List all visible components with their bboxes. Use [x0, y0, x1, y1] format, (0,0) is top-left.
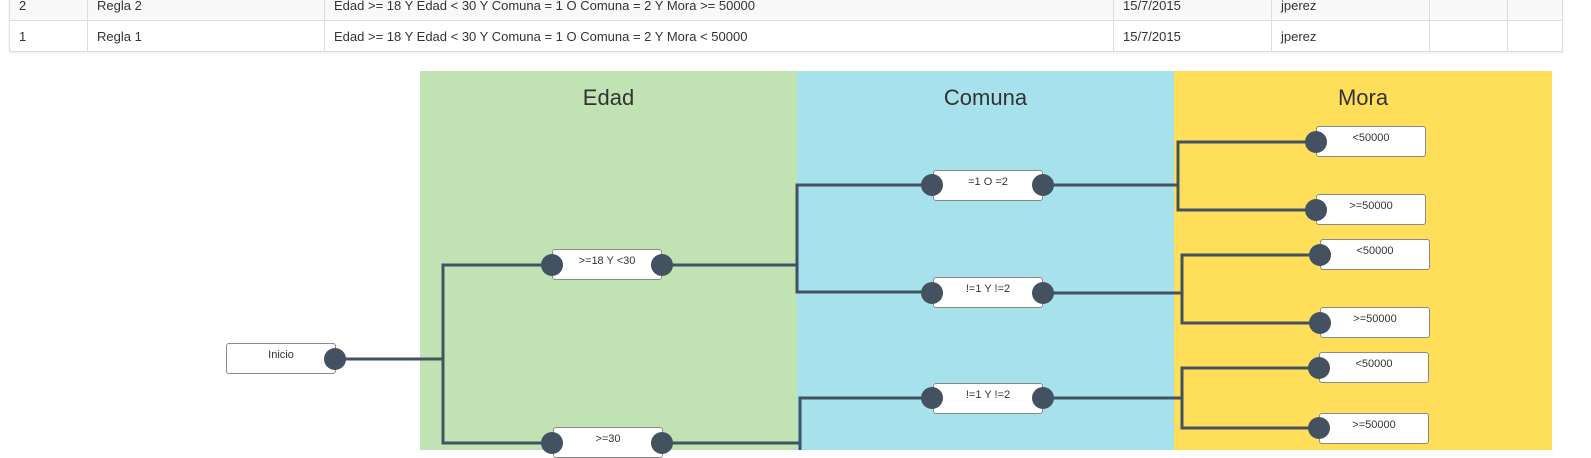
rule-action-cell[interactable] [1507, 0, 1563, 21]
node-mora-lt-50000[interactable]: <50000 [1319, 352, 1429, 383]
rule-action-cell[interactable] [1429, 20, 1508, 52]
node-mora-gte-50000[interactable]: >=50000 [1316, 194, 1426, 225]
output-port-comuna-3[interactable] [1032, 387, 1054, 409]
input-port-mora-2[interactable] [1305, 199, 1327, 221]
node-label: <50000 [1356, 245, 1394, 257]
output-port-comuna-1[interactable] [1032, 174, 1054, 196]
rule-action-cell[interactable] [1507, 20, 1563, 52]
connector-comuna3-mora [1043, 366, 1318, 430]
node-label: >=50000 [1353, 313, 1397, 325]
node-label: !=1 Y !=2 [965, 283, 1011, 295]
rule-condition-cell: Edad >= 18 Y Edad < 30 Y Comuna = 1 O Co… [324, 20, 1114, 52]
input-port-mora-6[interactable] [1308, 417, 1330, 439]
connector-comuna1-mora [1043, 140, 1313, 212]
rules-table: 2 Regla 2 Edad >= 18 Y Edad < 30 Y Comun… [9, 0, 1563, 52]
node-label: =1 O =2 [968, 176, 1008, 188]
input-port-edad-2[interactable] [541, 432, 563, 454]
output-port-edad-2[interactable] [651, 432, 673, 454]
connector-edad2-comuna [662, 396, 931, 450]
node-label: Inicio [268, 349, 294, 361]
rule-user-cell: jperez [1271, 20, 1430, 52]
node-label: <50000 [1352, 132, 1390, 144]
lane-title-edad: Edad [582, 85, 635, 110]
table-row[interactable]: 2 Regla 2 Edad >= 18 Y Edad < 30 Y Comun… [9, 0, 1563, 21]
connector-edad1-comuna [662, 183, 931, 294]
lane-title-mora: Mora [1337, 85, 1389, 110]
node-label: <50000 [1355, 358, 1393, 370]
node-mora-lt-50000[interactable]: <50000 [1320, 239, 1430, 270]
node-comuna-1-o-2[interactable]: =1 O =2 [933, 170, 1043, 201]
input-port-comuna-1[interactable] [921, 174, 943, 196]
connector-inicio-edad [335, 263, 550, 445]
lane-title-comuna: Comuna [943, 85, 1028, 110]
node-inicio[interactable]: Inicio [226, 343, 336, 374]
node-label: >=30 [595, 433, 621, 445]
table-row[interactable]: 1 Regla 1 Edad >= 18 Y Edad < 30 Y Comun… [9, 20, 1563, 52]
input-port-mora-1[interactable] [1305, 131, 1327, 153]
rule-date-cell: 15/7/2015 [1113, 0, 1272, 21]
input-port-mora-5[interactable] [1308, 357, 1330, 379]
input-port-mora-4[interactable] [1309, 312, 1331, 334]
connector-comuna2-mora [1043, 253, 1318, 325]
output-port-inicio[interactable] [324, 348, 346, 370]
rule-user-cell: jperez [1271, 0, 1430, 21]
input-port-comuna-3[interactable] [921, 387, 943, 409]
node-mora-lt-50000[interactable]: <50000 [1316, 126, 1426, 157]
node-edad-30[interactable]: >=30 [553, 427, 663, 458]
output-port-comuna-2[interactable] [1032, 282, 1054, 304]
node-label: !=1 Y !=2 [965, 389, 1011, 401]
input-port-edad-1[interactable] [541, 254, 563, 276]
node-mora-gte-50000[interactable]: >=50000 [1319, 413, 1429, 444]
input-port-comuna-2[interactable] [921, 282, 943, 304]
node-label: >=18 Y <30 [578, 255, 636, 267]
rule-name-cell: Regla 2 [87, 0, 325, 21]
rule-date-cell: 15/7/2015 [1113, 20, 1272, 52]
node-label: >=50000 [1349, 200, 1393, 212]
node-edad-18-30[interactable]: >=18 Y <30 [552, 249, 662, 280]
node-mora-gte-50000[interactable]: >=50000 [1320, 307, 1430, 338]
node-label: >=50000 [1352, 419, 1396, 431]
node-comuna-not-1-2-a[interactable]: !=1 Y !=2 [933, 277, 1043, 308]
node-comuna-not-1-2-b[interactable]: !=1 Y !=2 [933, 383, 1043, 414]
output-port-edad-1[interactable] [651, 254, 673, 276]
rule-name-cell: Regla 1 [87, 20, 325, 52]
input-port-mora-3[interactable] [1309, 244, 1331, 266]
